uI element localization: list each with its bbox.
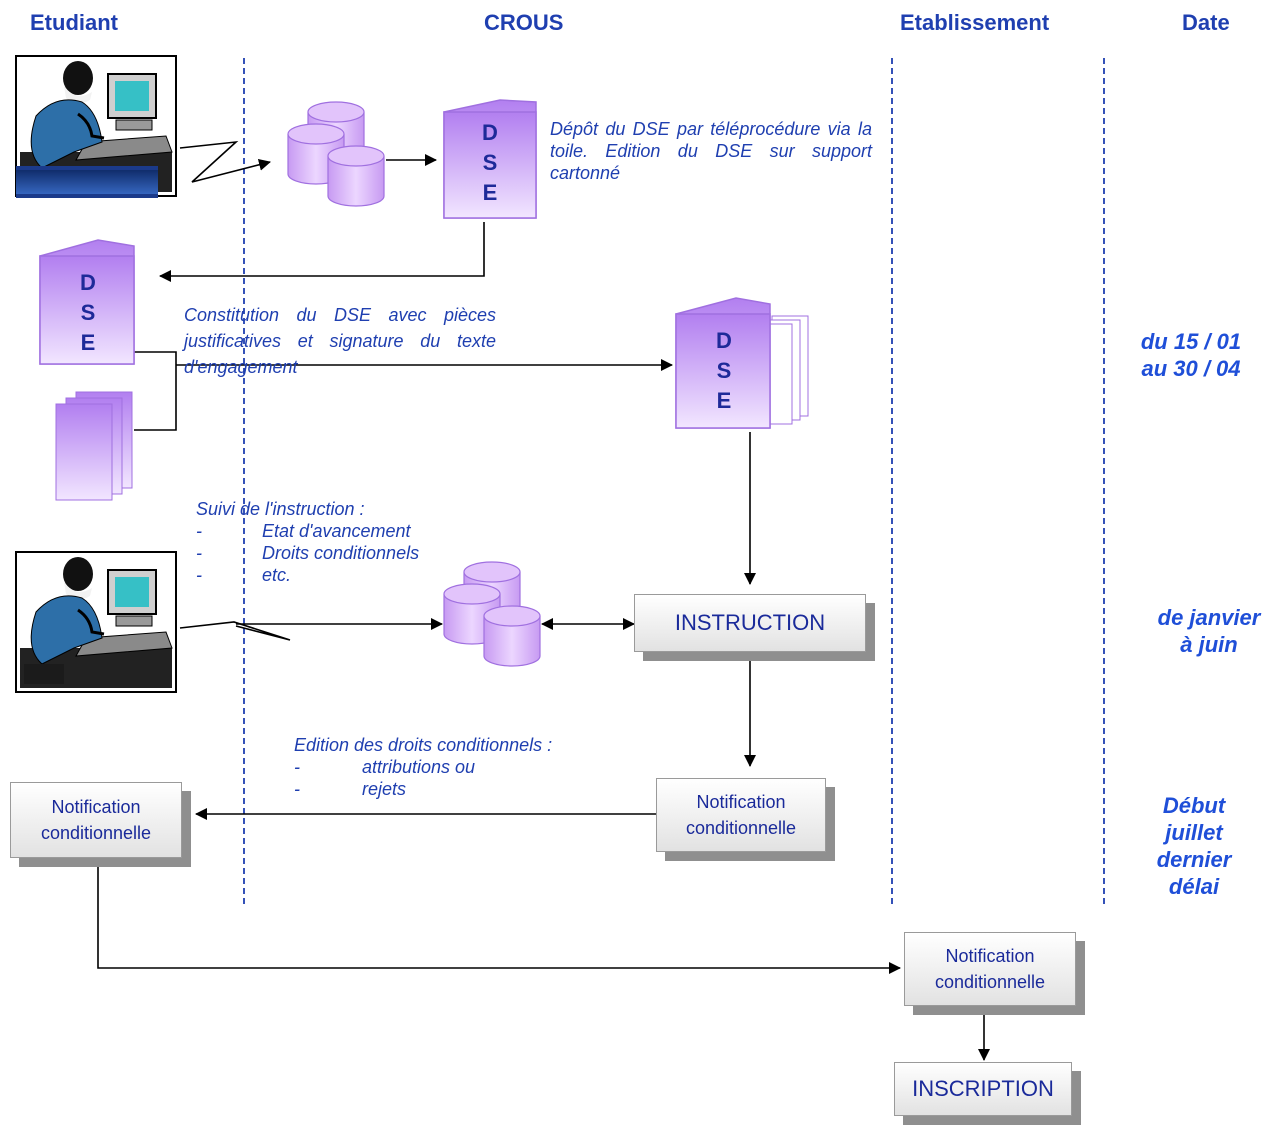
header-date: Date <box>1182 10 1230 35</box>
note-edition: Edition des droits conditionnels : -attr… <box>294 734 552 800</box>
dse-letter: S <box>482 150 498 175</box>
dse-letter: S <box>80 300 96 325</box>
student-computer-icon-2 <box>14 550 178 694</box>
notification-box-crous: Notification conditionnelle <box>656 778 826 852</box>
edition-title: Edition des droits conditionnels : <box>294 735 553 755</box>
suivi-title: Suivi de l'instruction : <box>196 499 365 519</box>
dse-letter: E <box>716 388 732 413</box>
database-icon-2 <box>444 562 540 666</box>
suivi-item: -etc. <box>196 565 292 585</box>
dse-letter: S <box>716 358 732 383</box>
dse-letter: D <box>80 270 96 295</box>
arrow-dse-back-to-student <box>159 222 485 282</box>
inscription-box: INSCRIPTION <box>894 1062 1072 1116</box>
instruction-box: INSTRUCTION <box>634 594 866 652</box>
header-etudiant: Etudiant <box>30 10 118 35</box>
date-period-1: du 15 / 01 au 30 / 04 <box>1140 329 1242 381</box>
date-period-3: Début juillet dernier délai <box>1156 793 1232 899</box>
note-depot: Dépôt du DSE par téléprocédure via la to… <box>550 119 872 183</box>
connector-dse-student <box>134 351 177 431</box>
notification-box-etablissement: Notification conditionnelle <box>904 932 1076 1006</box>
suivi-item: -Droits conditionnels <box>196 543 420 563</box>
dse-letter: D <box>482 120 498 145</box>
dse-letter: E <box>80 330 96 355</box>
arrow-student-to-etablissement <box>97 860 901 974</box>
header-crous: CROUS <box>484 10 564 35</box>
dse-letter: D <box>716 328 732 353</box>
edition-item: -attributions ou <box>294 757 476 777</box>
lightning-link-icon-2 <box>179 621 291 641</box>
note-constitution: Constitution du DSE avec pièces justific… <box>184 305 496 377</box>
date-period-2: de janvier à juin <box>1157 605 1261 657</box>
dse-letter: E <box>482 180 498 205</box>
database-icon-1 <box>288 102 384 206</box>
paper-stack-icon-left <box>55 391 133 501</box>
suivi-item: -Etat d'avancement <box>196 521 411 541</box>
edition-item: -rejets <box>294 779 407 799</box>
header-etablissement: Etablissement <box>900 10 1050 35</box>
notification-box-student: Notification conditionnelle <box>10 782 182 858</box>
lightning-link-icon-1 <box>179 140 271 183</box>
note-suivi: Suivi de l'instruction : -Etat d'avancem… <box>196 498 419 586</box>
